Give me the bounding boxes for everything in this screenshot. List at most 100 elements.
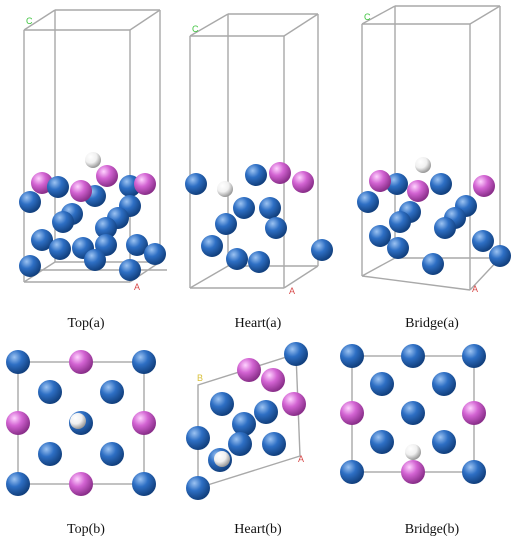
- atoms-top-a: [19, 152, 166, 281]
- atom-blue: [284, 342, 308, 366]
- axis-a-label: A: [289, 286, 295, 296]
- axis-b-label: B: [197, 373, 203, 383]
- atom-blue: [119, 259, 141, 281]
- atom-blue: [6, 472, 30, 496]
- atom-blue: [370, 372, 394, 396]
- atom-blue: [340, 460, 364, 484]
- atom-blue: [228, 432, 252, 456]
- atom-blue: [389, 211, 411, 233]
- axis-c-label: C: [192, 24, 199, 34]
- atom-pink: [69, 350, 93, 374]
- atom-blue: [233, 197, 255, 219]
- atom-blue: [357, 191, 379, 213]
- atom-white: [405, 444, 421, 460]
- atom-blue: [422, 253, 444, 275]
- atom-blue: [462, 344, 486, 368]
- atom-white: [415, 157, 431, 173]
- unit-cell-heart-a: [189, 13, 319, 289]
- atom-blue: [100, 442, 124, 466]
- atom-blue: [19, 191, 41, 213]
- atom-blue: [95, 217, 117, 239]
- atom-pink: [473, 175, 495, 197]
- atom-blue: [132, 472, 156, 496]
- atom-blue: [262, 432, 286, 456]
- atom-blue: [226, 248, 248, 270]
- atom-blue: [186, 476, 210, 500]
- atom-blue: [401, 401, 425, 425]
- atom-white: [214, 451, 230, 467]
- atom-blue: [126, 234, 148, 256]
- atom-pink: [462, 401, 486, 425]
- atom-pink: [261, 368, 285, 392]
- atom-blue: [386, 173, 408, 195]
- atom-blue: [387, 237, 409, 259]
- atom-pink: [96, 165, 118, 187]
- atoms-top-b: [6, 350, 156, 496]
- atom-blue: [254, 400, 278, 424]
- panel-bridge-b: B: [340, 344, 486, 484]
- atom-white: [217, 181, 233, 197]
- atom-pink: [282, 392, 306, 416]
- atom-blue: [201, 235, 223, 257]
- atoms-bridge-a: [357, 157, 511, 275]
- atom-blue: [430, 173, 452, 195]
- atom-blue: [370, 430, 394, 454]
- axis-c-label: C: [26, 16, 33, 26]
- atom-pink: [401, 460, 425, 484]
- axis-c-label: C: [364, 12, 371, 22]
- atom-blue: [401, 344, 425, 368]
- atoms-heart-a: [185, 162, 333, 273]
- atom-blue: [369, 225, 391, 247]
- atom-blue: [132, 350, 156, 374]
- atom-blue: [47, 176, 69, 198]
- atom-pink: [407, 180, 429, 202]
- atom-blue: [462, 460, 486, 484]
- panel-heart-b: B A C: [186, 342, 308, 500]
- atom-blue: [432, 430, 456, 454]
- unit-cell-bridge-a: [361, 5, 501, 291]
- atom-pink: [6, 411, 30, 435]
- atom-blue: [265, 217, 287, 239]
- atom-blue: [38, 442, 62, 466]
- atom-blue: [432, 372, 456, 396]
- atom-blue: [434, 217, 456, 239]
- caption-heart-a: Heart(a): [234, 316, 282, 331]
- atom-blue: [489, 245, 511, 267]
- panel-top-a: C A: [19, 9, 167, 292]
- atoms-heart-b: [186, 342, 308, 500]
- atom-white: [85, 152, 101, 168]
- caption-bridge-b: Bridge(b): [404, 522, 460, 537]
- atom-blue: [472, 230, 494, 252]
- caption-top-a: Top(a): [67, 316, 105, 331]
- atom-blue: [232, 412, 256, 436]
- caption-heart-b: Heart(b): [234, 522, 282, 537]
- atom-blue: [259, 197, 281, 219]
- atom-blue: [311, 239, 333, 261]
- atom-pink: [292, 171, 314, 193]
- atom-pink: [70, 180, 92, 202]
- atom-blue: [84, 249, 106, 271]
- atom-blue: [38, 380, 62, 404]
- atom-blue: [210, 392, 234, 416]
- axis-a-label: A: [134, 282, 140, 292]
- atom-blue: [19, 255, 41, 277]
- atom-blue: [245, 164, 267, 186]
- atom-blue: [49, 238, 71, 260]
- panel-bridge-a: C A: [357, 5, 511, 294]
- atom-blue: [100, 380, 124, 404]
- atom-pink: [369, 170, 391, 192]
- atom-pink: [237, 358, 261, 382]
- atom-white: [70, 413, 86, 429]
- panel-top-b: B: [6, 350, 156, 496]
- atom-pink: [134, 173, 156, 195]
- caption-bridge-a: Bridge(a): [405, 316, 459, 331]
- axis-a-label: A: [298, 454, 304, 464]
- atom-blue: [186, 426, 210, 450]
- atom-pink: [132, 411, 156, 435]
- atom-blue: [340, 344, 364, 368]
- atom-blue: [185, 173, 207, 195]
- atom-blue: [31, 229, 53, 251]
- atom-pink: [269, 162, 291, 184]
- atom-blue: [215, 213, 237, 235]
